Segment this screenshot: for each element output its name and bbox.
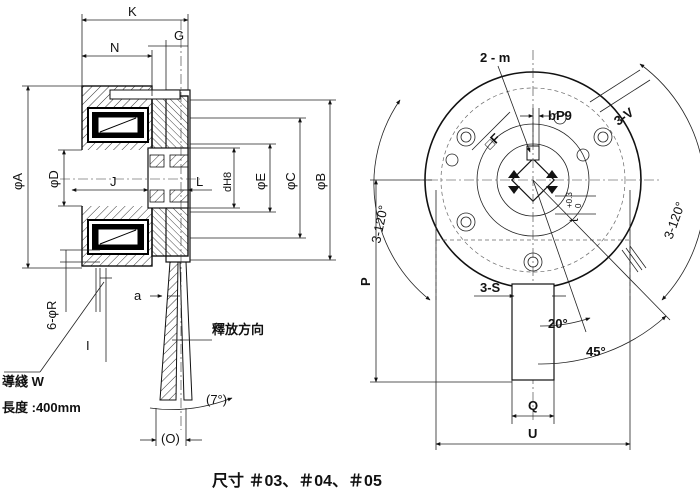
dim-angle-20: 20° bbox=[532, 179, 591, 333]
svg-text:J: J bbox=[110, 174, 117, 189]
dim-3-120-right: 3-120° bbox=[639, 63, 700, 301]
svg-text:45°: 45° bbox=[586, 344, 606, 359]
dim-U: U bbox=[435, 300, 631, 450]
svg-text:3-120°: 3-120° bbox=[661, 200, 688, 241]
svg-text:(O): (O) bbox=[161, 431, 180, 446]
svg-text:L: L bbox=[196, 174, 203, 189]
release-lever bbox=[159, 20, 193, 430]
dim-I: I bbox=[86, 268, 112, 362]
dim-phiB: φB bbox=[190, 99, 336, 261]
lever-slot bbox=[621, 245, 647, 273]
dim-N: N bbox=[81, 40, 153, 96]
svg-text:N: N bbox=[110, 40, 119, 55]
dim-3-120-left: 3-120° bbox=[368, 99, 431, 301]
dim-t: t +0.3 0 bbox=[555, 192, 596, 222]
dim-a: a bbox=[134, 288, 180, 303]
dim-angle-45: 45° bbox=[532, 179, 671, 365]
svg-text:3-120°: 3-120° bbox=[368, 204, 391, 245]
svg-text:3-S: 3-S bbox=[480, 280, 501, 295]
svg-text:φB: φB bbox=[313, 173, 328, 190]
release-direction-label: 釋放方向 bbox=[212, 322, 264, 337]
svg-text:2 - m: 2 - m bbox=[480, 50, 510, 65]
svg-text:20°: 20° bbox=[548, 316, 568, 331]
svg-text:6-φR: 6-φR bbox=[44, 301, 59, 330]
dim-2m: 2 - m bbox=[480, 50, 531, 153]
angle-7-label: (7°) bbox=[206, 392, 227, 407]
svg-text:φA: φA bbox=[10, 173, 25, 190]
svg-text:+0.3: +0.3 bbox=[565, 192, 574, 208]
wire-leader bbox=[4, 268, 105, 373]
dim-phiR: 6-φR bbox=[44, 249, 100, 330]
svg-text:φC: φC bbox=[283, 172, 298, 190]
svg-text:0: 0 bbox=[574, 203, 583, 208]
dim-L: L bbox=[187, 174, 212, 192]
dim-P: P bbox=[358, 179, 512, 383]
svg-text:P: P bbox=[358, 277, 373, 286]
svg-text:a: a bbox=[134, 288, 142, 303]
svg-text:I: I bbox=[86, 338, 90, 353]
svg-text:G: G bbox=[174, 28, 184, 43]
coil-upper bbox=[87, 107, 149, 143]
dim-O: (O) bbox=[140, 408, 202, 446]
dim-K: K bbox=[81, 4, 189, 90]
dim-phiD: φD bbox=[46, 149, 82, 207]
dim-phiA: φA bbox=[10, 85, 82, 269]
svg-text:t: t bbox=[566, 218, 581, 222]
svg-text:φD: φD bbox=[46, 170, 61, 188]
dim-G: G bbox=[148, 28, 188, 90]
side-view: K N G φA φD J bbox=[2, 4, 336, 446]
front-view: 2 - m □F bP9 3-V 3-120° 3-120° bbox=[358, 50, 700, 450]
coil-lower bbox=[87, 219, 149, 255]
dim-phiC: φC bbox=[190, 117, 306, 239]
svg-text:K: K bbox=[128, 4, 137, 19]
length-label: 長度 :400mm bbox=[2, 400, 81, 415]
dim-J: J bbox=[71, 174, 149, 192]
svg-text:φE: φE bbox=[253, 173, 268, 190]
mounting-holes bbox=[445, 111, 613, 272]
wire-label: 導綫 W bbox=[2, 374, 45, 389]
dim-phiE: φE bbox=[190, 143, 276, 213]
dim-Q: Q bbox=[511, 380, 555, 424]
svg-text:Q: Q bbox=[528, 398, 538, 413]
size-caption: 尺寸 ＃03、＃04、＃05 bbox=[212, 471, 382, 490]
svg-text:bP9: bP9 bbox=[548, 108, 572, 123]
dim-3S: 3-S bbox=[474, 280, 566, 298]
dim-bP9: bP9 bbox=[520, 108, 572, 146]
svg-text:dH8: dH8 bbox=[222, 172, 234, 192]
svg-text:U: U bbox=[528, 426, 537, 441]
dim-dH8: dH8 bbox=[188, 147, 240, 209]
